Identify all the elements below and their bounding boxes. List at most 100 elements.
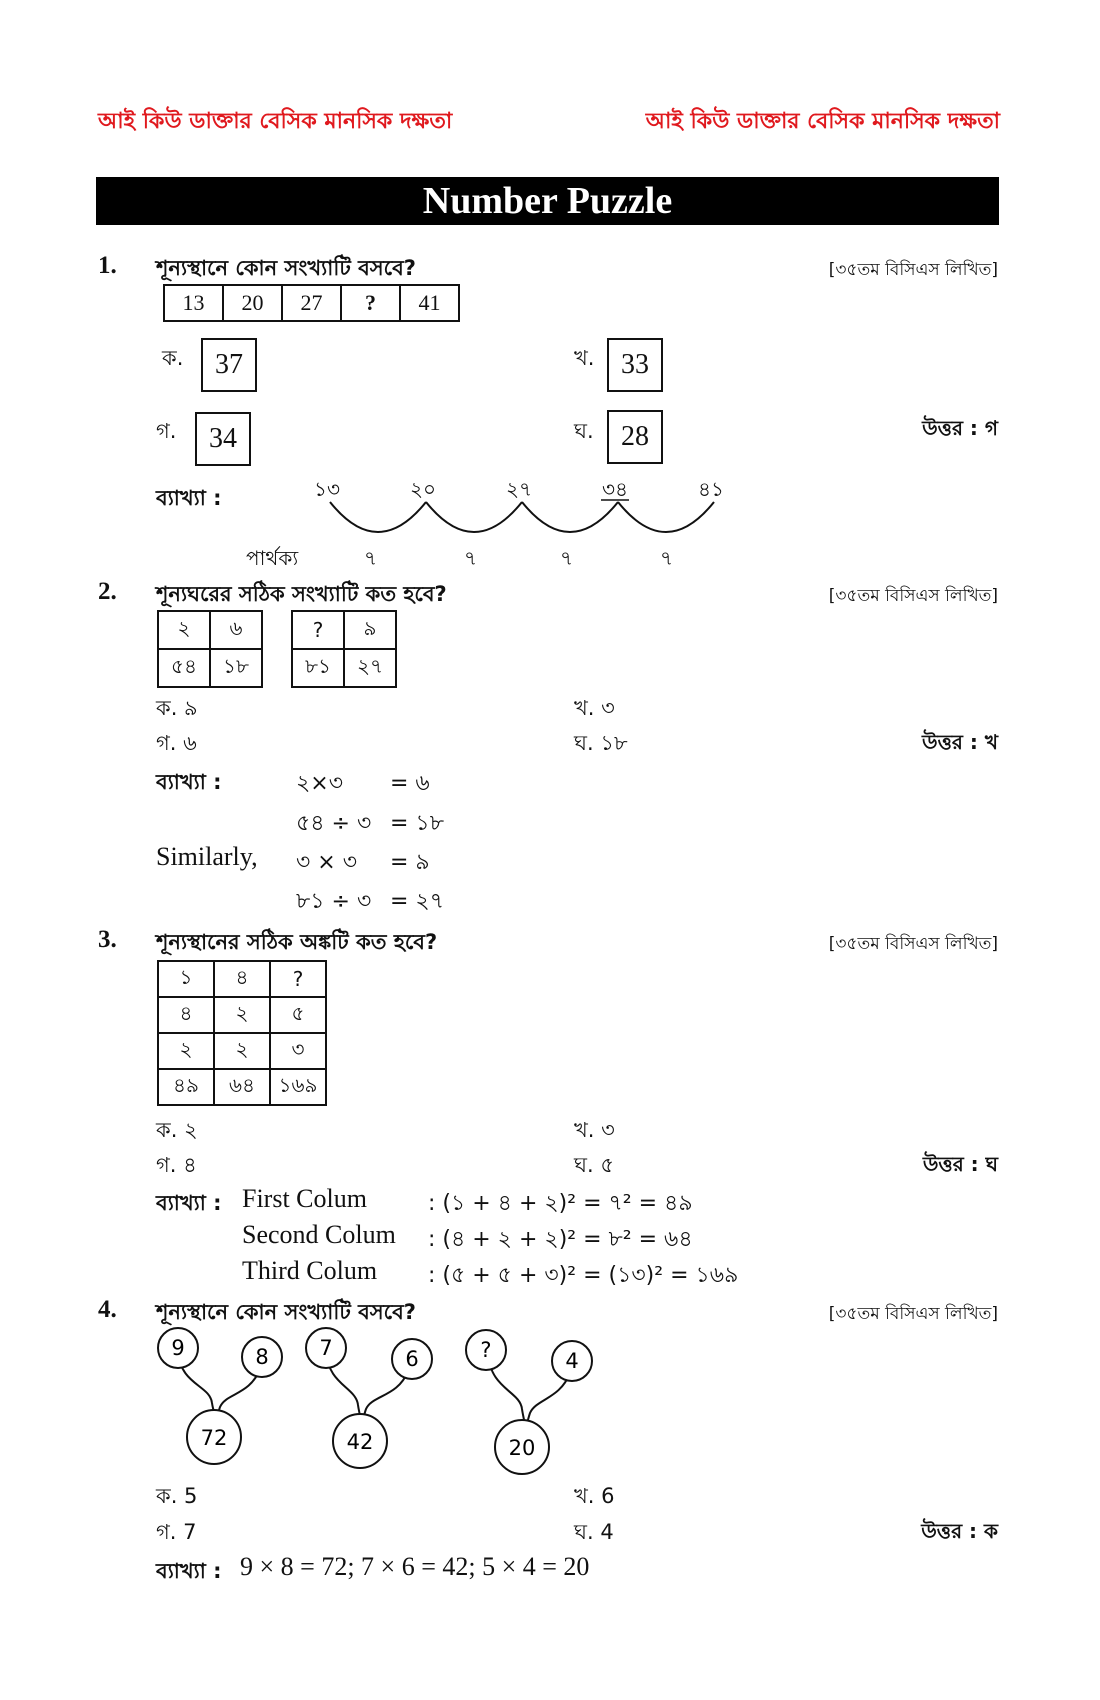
- grid-cell: ১৮: [209, 648, 263, 688]
- q2-expl-lhs: ৩ × ৩: [296, 850, 358, 875]
- q3-number: 3.: [98, 926, 117, 953]
- sequence-cell: 27: [281, 284, 342, 322]
- arc-number: ১৩: [314, 477, 340, 501]
- tree-node-label: 6: [405, 1347, 418, 1371]
- q4-number: 4.: [98, 1296, 117, 1323]
- difference-arc: [425, 501, 523, 533]
- grid-cell: ১৬৯: [269, 1068, 327, 1106]
- q1-answer: উত্তর : গ: [922, 416, 998, 440]
- grid-cell: ৫: [269, 996, 327, 1034]
- diff-value: ৭: [660, 546, 674, 570]
- arc-number: ২৭: [506, 477, 533, 501]
- tree-1: [157, 1327, 283, 1465]
- arc-number: ২০: [410, 477, 437, 501]
- tree-node: [241, 1336, 283, 1378]
- tree-node-label: ?: [480, 1338, 491, 1362]
- q3-option: খ. ৩: [574, 1118, 615, 1142]
- grid-cell: ৩: [269, 1032, 327, 1070]
- grid-cell: ১: [157, 960, 215, 998]
- tree-node-label: 72: [201, 1426, 228, 1450]
- q1-option-label: ঘ.: [574, 419, 594, 443]
- grid-cell: ?: [291, 610, 345, 650]
- grid-cell: ৬৪: [213, 1068, 271, 1106]
- q2-option: গ. ৬: [156, 731, 197, 755]
- tree-node-label: 8: [255, 1345, 268, 1369]
- q1-option-label: ক.: [162, 346, 184, 370]
- q3-option: গ. ৪: [156, 1153, 197, 1177]
- grid-cell: ২৭: [343, 648, 397, 688]
- q2-expl-rhs: = ৬: [390, 771, 430, 796]
- tree-node-label: 4: [565, 1349, 578, 1373]
- arc-number: ৩৪: [602, 477, 628, 501]
- q1-difference-diagram: [329, 499, 715, 533]
- q3-source: [৩৫তম বিসিএস লিখিত]: [828, 934, 998, 954]
- q4-explanation-label: ব্যাখ্যা :: [156, 1559, 222, 1583]
- q3-option: ক. ২: [156, 1118, 198, 1142]
- difference-arc: [329, 501, 427, 533]
- diff-value: ৭: [560, 546, 574, 570]
- tree-node: [186, 1409, 242, 1465]
- q4-option: ঘ. 4: [574, 1520, 614, 1544]
- grid-cell: ২: [157, 610, 211, 650]
- q1-option-box: 34: [195, 412, 251, 466]
- q4-question: শূন্যস্থানে কোন সংখ্যাটি বসবে?: [156, 1300, 416, 1324]
- grid-cell: ৪৯: [157, 1068, 215, 1106]
- q2-option: ঘ. ১৮: [574, 731, 628, 755]
- grid-cell: ২: [213, 996, 271, 1034]
- running-header-left: আই কিউ ডাক্তার বেসিক মানসিক দক্ষতা: [98, 109, 453, 134]
- page-title: Number Puzzle: [96, 177, 999, 225]
- tree-3: [465, 1329, 593, 1475]
- q2-expl-lhs: ৮১ ÷ ৩: [296, 889, 372, 914]
- q3-expl-name: Third Colum: [242, 1256, 378, 1285]
- q1-question: শূন্যস্থানে কোন সংখ্যাটি বসবে?: [156, 256, 416, 280]
- q3-answer: উত্তর : ঘ: [922, 1152, 998, 1176]
- q2-explanation-label: ব্যাখ্যা :: [156, 770, 222, 794]
- q4-option: গ. 7: [156, 1520, 197, 1544]
- q1-sequence-table: 13 20 27 ? 41: [163, 284, 460, 322]
- grid-cell: ২: [157, 1032, 215, 1070]
- q3-explanation-label: ব্যাখ্যা :: [156, 1191, 222, 1215]
- arc-number: ৪১: [698, 477, 724, 501]
- q1-number: 1.: [98, 252, 117, 279]
- q2-option: ক. ৯: [156, 696, 198, 720]
- q3-expl-name: Second Colum: [242, 1220, 396, 1249]
- q2-expl-rhs: = ১৮: [390, 811, 444, 836]
- tree-node: [465, 1329, 507, 1371]
- q2-similarly: Similarly,: [156, 842, 258, 871]
- q2-expl-rhs: = ৯: [390, 850, 430, 875]
- q3-expl-eq: : (৫ + ৫ + ৩)² = (১৩)² = ১৬৯: [428, 1263, 739, 1288]
- q1-option-box: 33: [607, 338, 663, 392]
- grid-cell: ৪: [157, 996, 215, 1034]
- difference-arc: [617, 501, 715, 533]
- tree-node: [157, 1327, 199, 1369]
- grid-cell: ৫৪: [157, 648, 211, 688]
- q1-option-box: 37: [201, 338, 257, 392]
- grid-cell: ২: [213, 1032, 271, 1070]
- q1-explanation-label: ব্যাখ্যা :: [156, 486, 222, 510]
- tree-node-label: 42: [347, 1430, 374, 1454]
- tree-node: [494, 1419, 550, 1475]
- q4-explanation: 9 × 8 = 72; 7 × 6 = 42; 5 × 4 = 20: [240, 1552, 590, 1581]
- grid-cell: ৯: [343, 610, 397, 650]
- grid-cell: ৪: [213, 960, 271, 998]
- tree-node-label: 9: [171, 1336, 184, 1360]
- tree-node: [391, 1338, 433, 1380]
- q4-answer: উত্তর : ক: [921, 1519, 998, 1543]
- grid-cell: ৬: [209, 610, 263, 650]
- q2-expl-rhs: = ২৭: [390, 889, 445, 914]
- q3-expl-name: First Colum: [242, 1184, 367, 1213]
- q1-option-box: 28: [607, 410, 663, 464]
- q2-expl-lhs: ৫৪ ÷ ৩: [296, 811, 372, 836]
- q4-source: [৩৫তম বিসিএস লিখিত]: [828, 1304, 998, 1324]
- tree-node: [332, 1413, 388, 1469]
- tree-node: [305, 1327, 347, 1369]
- q3-expl-eq: : (৪ + ২ + ২)² = ৮² = ৬৪: [428, 1227, 693, 1252]
- q2-source: [৩৫তম বিসিএস লিখিত]: [828, 586, 998, 606]
- tree-2: [305, 1327, 433, 1469]
- tree-node-label: 20: [509, 1436, 536, 1460]
- q4-number-trees: 9 8 72 7 6 42 ? 4 20: [157, 1327, 593, 1475]
- q4-option: খ. 6: [574, 1484, 615, 1508]
